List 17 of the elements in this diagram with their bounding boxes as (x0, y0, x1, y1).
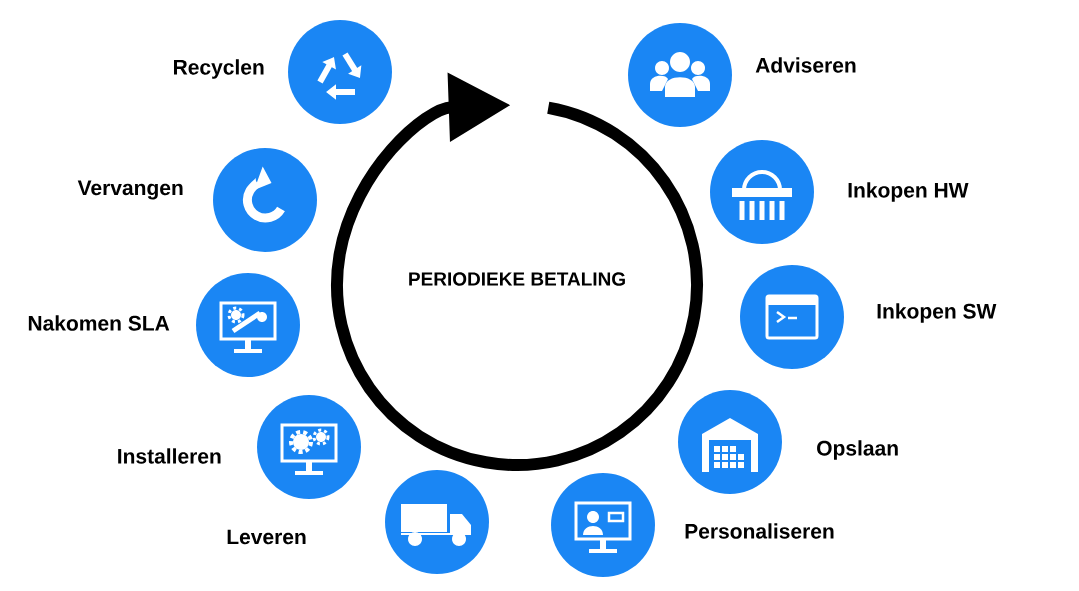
step-label: Vervangen (77, 180, 183, 200)
step-label: Recyclen (174, 59, 264, 79)
step-label: Leveren (227, 529, 306, 545)
icon-circle (257, 395, 361, 499)
step-label: Personaliseren (685, 523, 834, 539)
icon-circle (551, 473, 655, 577)
step-label: Adviseren (755, 57, 856, 73)
step-label: Installeren (118, 448, 221, 464)
icon-circle (196, 273, 300, 377)
icon-circle (213, 148, 317, 252)
step-label: Inkopen HW (848, 182, 969, 202)
step-label: Opslaan (817, 440, 898, 460)
icon-circle (288, 20, 392, 124)
step-label: Inkopen SW (877, 303, 997, 323)
icon-circle (740, 265, 844, 369)
step-label: Nakomen SLA (28, 315, 170, 331)
center-label: PERIODIEKE BETALING (409, 272, 625, 286)
